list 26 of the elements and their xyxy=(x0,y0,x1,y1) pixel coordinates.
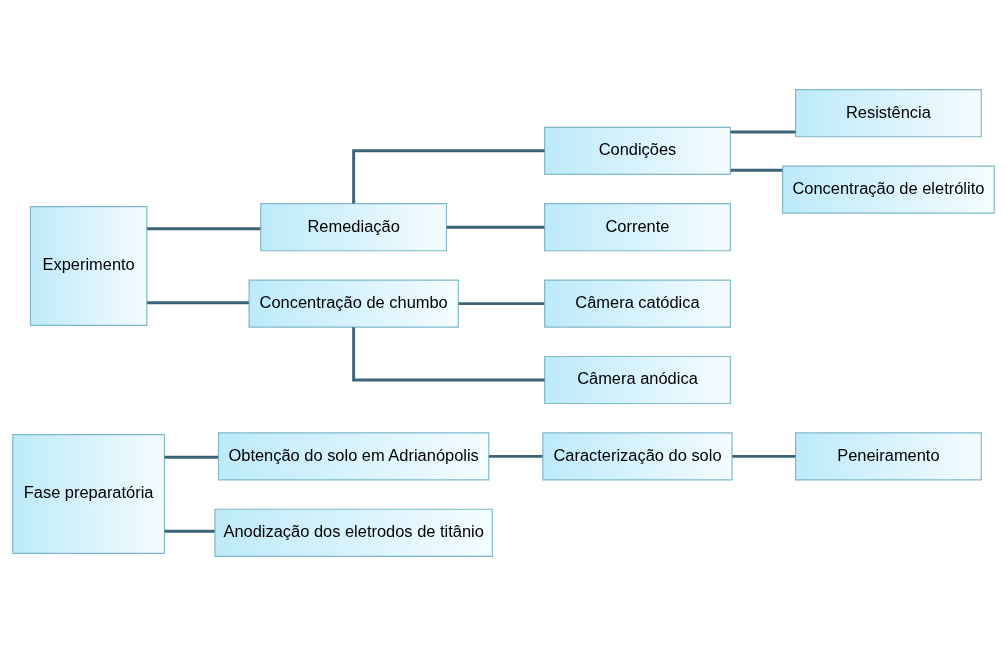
node-box: Câmera anódica xyxy=(544,355,731,404)
connector xyxy=(147,300,249,304)
connector xyxy=(446,225,545,229)
node-box: Corrente xyxy=(544,202,731,251)
node-box: Fase preparatória xyxy=(12,433,165,554)
node-box: Anodização dos eletrodos de titânio xyxy=(214,508,493,557)
node-box: Concentração de chumbo xyxy=(248,279,459,328)
connector xyxy=(147,226,261,230)
node-box: Remediação xyxy=(260,202,448,251)
node-box: Concentração de eletrólito xyxy=(782,165,995,214)
node-box: Resistência xyxy=(794,88,982,137)
connector xyxy=(730,130,796,133)
node-box: Peneiramento xyxy=(794,431,982,480)
connector xyxy=(730,168,783,172)
connector xyxy=(732,454,796,458)
connector xyxy=(352,148,545,203)
connector xyxy=(164,529,215,533)
connector xyxy=(164,455,219,459)
node-box: Caracterização do solo xyxy=(542,431,733,480)
connector xyxy=(352,326,545,381)
node-box: Condições xyxy=(544,126,731,175)
node-box: Câmera catódica xyxy=(544,279,731,328)
node-box: Experimento xyxy=(29,205,148,326)
connector xyxy=(488,454,543,458)
connector xyxy=(458,301,545,305)
node-box: Obtenção do solo em Adrianópolis xyxy=(217,431,490,480)
